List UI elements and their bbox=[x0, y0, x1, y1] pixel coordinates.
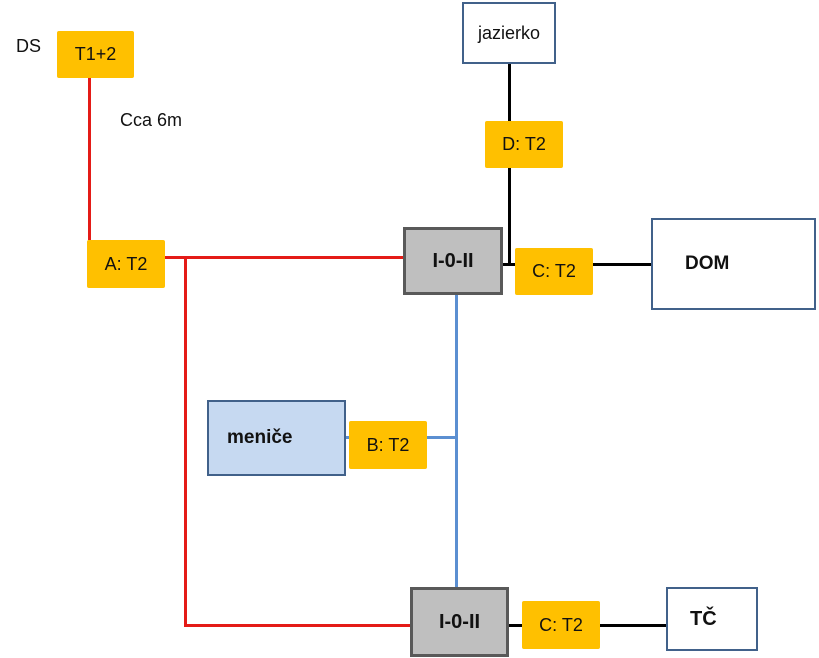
distance-label: Cca 6m bbox=[120, 110, 183, 130]
box-menice: meniče bbox=[207, 400, 346, 476]
black-line-switch-top-to-c bbox=[501, 263, 516, 266]
box-tc-label: TČ bbox=[690, 607, 717, 630]
tag-t1-2: T1+2 bbox=[57, 31, 134, 78]
box-tc: TČ bbox=[666, 587, 758, 651]
blue-line-to-b bbox=[426, 436, 457, 439]
tag-d: D: T2 bbox=[485, 121, 563, 168]
switch-bottom-label: I-0-II bbox=[438, 610, 481, 633]
switch-top: I-0-II bbox=[403, 227, 503, 295]
tag-c-top: C: T2 bbox=[515, 248, 593, 295]
red-line-vertical-top bbox=[88, 78, 91, 240]
red-line-horizontal-top bbox=[164, 256, 404, 259]
red-line-vertical-left bbox=[184, 256, 187, 627]
ds-label: DS bbox=[16, 36, 42, 56]
black-line-c-to-tc bbox=[599, 624, 667, 627]
box-jazierko-label: jazierko bbox=[477, 22, 541, 43]
switch-top-label: I-0-II bbox=[432, 249, 474, 272]
black-line-switch-bottom-to-c bbox=[508, 624, 523, 627]
tag-c-bottom: C: T2 bbox=[522, 601, 600, 649]
tag-a: A: T2 bbox=[87, 240, 165, 288]
box-menice-label: meniče bbox=[227, 427, 293, 448]
blue-line-vertical bbox=[455, 294, 458, 588]
switch-bottom: I-0-II bbox=[410, 587, 509, 657]
box-dom: DOM bbox=[651, 218, 816, 310]
red-line-horizontal-bottom bbox=[184, 624, 411, 627]
blue-line-menice-to-b bbox=[345, 436, 351, 439]
box-dom-label: DOM bbox=[685, 253, 730, 274]
black-line-c-to-dom bbox=[592, 263, 652, 266]
box-jazierko: jazierko bbox=[462, 2, 556, 64]
tag-b: B: T2 bbox=[349, 421, 427, 469]
